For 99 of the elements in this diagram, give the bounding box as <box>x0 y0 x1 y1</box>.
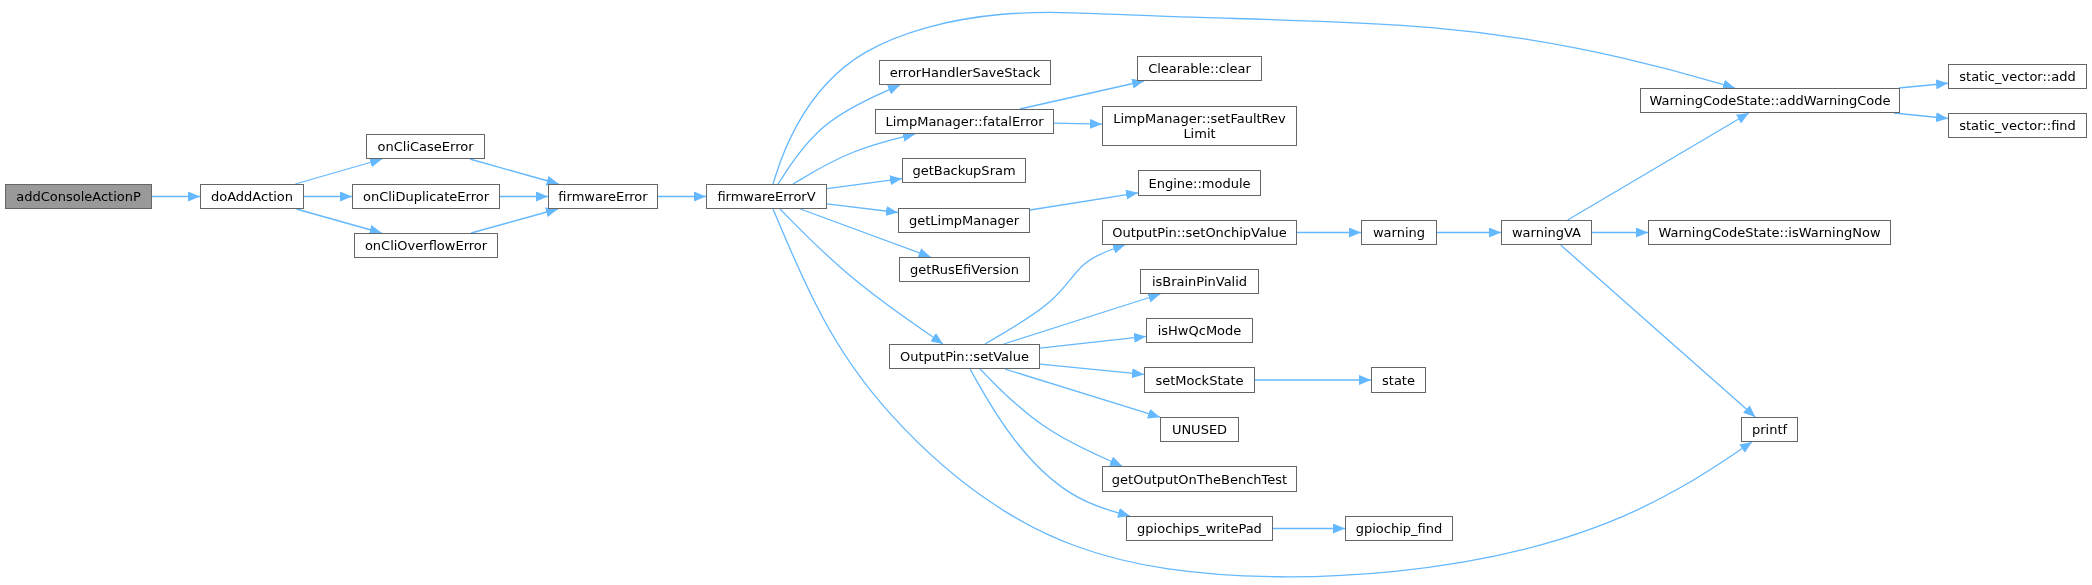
call-arrow <box>799 208 932 258</box>
function-name: onCliOverflowError <box>364 238 488 253</box>
call-arrow <box>1039 363 1145 379</box>
function-box <box>354 233 498 258</box>
function-name: getOutputOnTheBenchTest <box>1111 471 1288 487</box>
function-box <box>366 134 485 159</box>
call-arrow <box>969 368 1131 518</box>
function-name: printf <box>1751 422 1788 437</box>
function-name: gpiochip_find <box>1355 521 1443 536</box>
function-box <box>1102 466 1297 492</box>
function-box <box>902 158 1026 183</box>
function-name: LimpManager::setFaultRev Limit <box>1112 111 1287 141</box>
function-box <box>899 257 1030 282</box>
call-arrow <box>792 132 916 185</box>
function-box <box>1140 269 1259 294</box>
call-arrow <box>151 191 201 202</box>
function-name: isHwQcMode <box>1157 323 1242 338</box>
function-name: Clearable::clear <box>1148 61 1251 76</box>
call-arrow <box>1436 227 1502 238</box>
function-box <box>1948 113 2087 138</box>
function-name: OutputPin::setOnchipValue <box>1112 225 1287 240</box>
call-arrow <box>1296 227 1362 238</box>
call-arrow <box>826 175 903 190</box>
function-name: WarningCodeState::addWarningCode <box>1649 93 1891 108</box>
function-name: errorHandlerSaveStack <box>889 65 1041 80</box>
function-name: onCliDuplicateError <box>362 189 490 204</box>
function-box <box>1640 88 1900 113</box>
function-box <box>1102 220 1297 245</box>
call-arrow <box>1560 244 1756 418</box>
function-name: UNUSED <box>1171 422 1228 437</box>
function-box <box>1741 417 1798 442</box>
function-name: isBrainPinValid <box>1151 274 1248 289</box>
call-arrow <box>1029 189 1139 211</box>
call-arrow <box>772 11 1736 185</box>
call-arrow <box>1591 227 1649 238</box>
call-arrow <box>1004 368 1161 419</box>
function-name: onCliCaseError <box>377 139 474 154</box>
function-box <box>879 60 1051 85</box>
function-name: static_vector::add <box>1959 69 2076 84</box>
function-box <box>1144 367 1255 393</box>
function-name: doAddAction <box>210 189 294 204</box>
function-name: firmwareError <box>558 189 648 204</box>
call-arrow <box>1019 78 1145 110</box>
call-arrow <box>779 208 944 345</box>
call-arrow <box>1003 292 1161 345</box>
call-arrow <box>984 244 1126 345</box>
call-arrow <box>499 191 549 202</box>
function-box <box>1126 516 1273 541</box>
function-box <box>1501 220 1592 245</box>
function-box <box>5 184 152 209</box>
function-box <box>1371 367 1426 393</box>
function-box <box>200 184 304 209</box>
function-name: static_vector::find <box>1959 118 2076 133</box>
call-arrow <box>1567 112 1750 221</box>
call-arrow <box>657 191 707 202</box>
function-name: addConsoleActionP <box>16 189 141 204</box>
call-arrow <box>1039 332 1147 349</box>
call-arrow <box>303 191 353 202</box>
function-box <box>875 109 1054 134</box>
call-arrow <box>1053 118 1103 129</box>
function-box <box>706 184 827 209</box>
call-arrow <box>772 208 1753 578</box>
function-name: Engine::module <box>1148 175 1251 191</box>
function-box <box>1648 220 1891 245</box>
function-name: OutputPin::setValue <box>900 349 1029 364</box>
function-name: setMockState <box>1155 372 1244 388</box>
function-box <box>1345 516 1453 541</box>
function-box <box>1948 64 2087 89</box>
function-name: gpiochips_writePad <box>1137 521 1262 536</box>
call-arrow <box>1272 523 1346 534</box>
call-arrow <box>777 84 901 185</box>
call-arrow <box>1898 79 1949 90</box>
function-box <box>1361 220 1437 245</box>
function-name: getRusEfiVersion <box>910 262 1019 277</box>
function-name: firmwareErrorV <box>717 189 816 204</box>
call-arrow <box>979 368 1123 467</box>
call-arrow <box>826 203 899 216</box>
function-name: getBackupSram <box>912 163 1016 178</box>
call-arrow <box>470 207 559 234</box>
call-arrow <box>295 208 383 235</box>
function-box <box>1160 417 1239 442</box>
function-name: warning <box>1372 225 1426 240</box>
function-name: getLimpManager <box>908 213 1020 228</box>
function-box <box>889 344 1040 369</box>
function-box <box>1146 318 1253 343</box>
function-box <box>1102 106 1297 146</box>
function-name: LimpManager::fatalError <box>885 114 1044 129</box>
call-arrow <box>1254 375 1372 385</box>
call-arrow <box>1893 112 1949 123</box>
function-name: warningVA <box>1512 225 1581 240</box>
function-box <box>898 208 1030 233</box>
call-arrow <box>294 157 383 185</box>
function-box <box>1137 56 1262 81</box>
function-box <box>548 184 658 209</box>
function-box <box>1138 170 1261 196</box>
function-box <box>352 184 500 209</box>
function-name: WarningCodeState::isWarningNow <box>1658 225 1881 240</box>
call-arrow <box>469 158 560 186</box>
function-name: state <box>1382 372 1415 388</box>
